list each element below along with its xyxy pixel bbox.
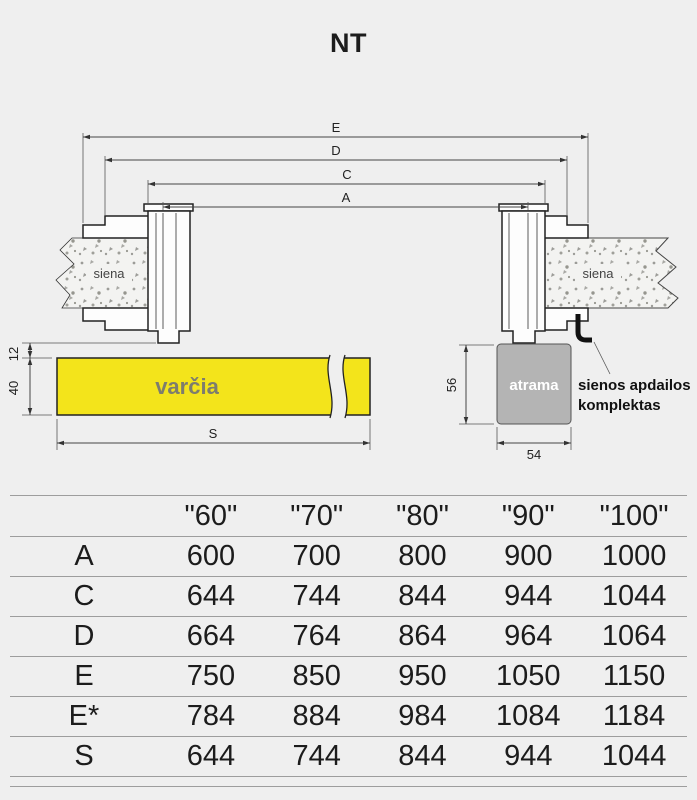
table-row: S 644 744 844 944 1044 (10, 737, 687, 777)
dimension-label-A: A (342, 190, 351, 205)
table-cell: 900 (504, 540, 553, 572)
table-cell: 984 (398, 700, 447, 732)
table-cell: 1044 (601, 580, 667, 612)
dimension-label-40: 40 (6, 381, 21, 395)
table-cell: 1000 (601, 540, 667, 572)
table-cell: 844 (398, 580, 447, 612)
table-cell: 944 (504, 580, 553, 612)
row-label: A (74, 540, 94, 572)
finishing-kit-bracket (575, 314, 592, 343)
table-cell: 1084 (496, 700, 561, 732)
support-block (496, 343, 572, 425)
table-cell: 964 (504, 620, 553, 652)
dimension-A: A (162, 190, 529, 210)
dimension-label-E: E (332, 120, 341, 135)
door-break-gap (327, 355, 348, 418)
row-label: S (74, 740, 94, 772)
table-row: E* 784 884 984 1084 1184 (10, 697, 687, 737)
dimension-S: S (56, 419, 371, 450)
dimension-C: C (147, 167, 546, 204)
column-header: "80" (396, 499, 449, 532)
page-header: NT (0, 0, 697, 118)
dimension-label-D: D (331, 143, 340, 158)
table-cell: 744 (292, 580, 341, 612)
dimension-label-56: 56 (444, 378, 459, 392)
table-cell: 844 (398, 740, 447, 772)
table-row: A 600 700 800 900 1000 (10, 537, 687, 577)
row-label: C (73, 580, 95, 612)
door-leaf-group: varčia (56, 354, 371, 419)
technical-drawing: siena siena atrama sienos apdailos kompl… (6, 120, 691, 462)
table-cell: 944 (504, 740, 553, 772)
table-cell: 850 (292, 660, 341, 692)
wall-label-bg-left (86, 264, 132, 282)
wall-label-bg-right (575, 264, 621, 282)
table-cell: 700 (292, 540, 341, 572)
finishing-kit-note-line2: komplektas (578, 397, 661, 414)
table-cell: 664 (186, 620, 236, 652)
table-cell: 800 (398, 540, 447, 572)
table-cell: 950 (398, 660, 447, 692)
door-leaf (56, 357, 371, 416)
table-cell: 1150 (602, 660, 666, 692)
table-cell: 1184 (602, 700, 666, 732)
dimension-54: 54 (496, 427, 572, 462)
table-header-row: "60" "70" "80" "90" "100" (10, 496, 687, 537)
row-label: E (74, 660, 94, 692)
column-header: "90" (501, 499, 555, 532)
dimension-label-S: S (209, 426, 218, 441)
wall-label-left: siena (93, 266, 125, 281)
table-cell: 600 (186, 540, 236, 572)
door-break-line (342, 354, 348, 419)
door-label: varčia (155, 374, 219, 399)
wall-label-right: siena (582, 266, 614, 281)
column-header: "100" (599, 499, 669, 532)
table-cell: 744 (292, 740, 341, 772)
finishing-kit-leader-line (593, 341, 611, 375)
row-label: E* (68, 700, 100, 732)
dimension-E: E (82, 120, 589, 223)
table-bottom-border (10, 777, 687, 787)
page-title: NT (330, 28, 367, 58)
dimension-label-54: 54 (527, 447, 541, 462)
support-label: atrama (509, 377, 559, 394)
table-cell: 864 (398, 620, 447, 652)
table-cell: 1044 (601, 740, 667, 772)
column-header: "70" (290, 499, 344, 532)
table-cell: 764 (292, 620, 341, 652)
dimension-label-12: 12 (6, 347, 21, 361)
table-cell: 644 (186, 580, 236, 612)
table-cell: 1064 (601, 620, 667, 652)
left-frame-assembly: siena (55, 203, 194, 344)
table-row: D 664 764 864 964 1064 (10, 617, 687, 657)
row-label: D (73, 620, 95, 652)
table-row: E 750 850 950 1050 1150 (10, 657, 687, 697)
door-break-line (327, 354, 333, 419)
jamb-right (501, 210, 546, 344)
right-frame-assembly: siena atrama sienos apdailos komplektas (496, 203, 691, 425)
dimension-56: 56 (444, 344, 494, 425)
table-cell: 644 (186, 740, 236, 772)
table-row: C 644 744 844 944 1044 (10, 577, 687, 617)
finishing-kit-note-line1: sienos apdailos (578, 377, 691, 394)
dimension-40: 40 (6, 357, 52, 416)
dimension-D: D (104, 143, 568, 216)
jamb-left (147, 210, 191, 344)
dimension-label-C: C (342, 167, 351, 182)
table-cell: 884 (292, 700, 341, 732)
size-table: "60" "70" "80" "90" "100" A 600 700 800 … (10, 495, 687, 787)
table-cell: 1050 (496, 660, 561, 692)
column-header: "60" (184, 499, 238, 532)
table-cell: 750 (186, 660, 236, 692)
dimension-12: 12 (6, 342, 156, 361)
table-cell: 784 (186, 700, 236, 732)
